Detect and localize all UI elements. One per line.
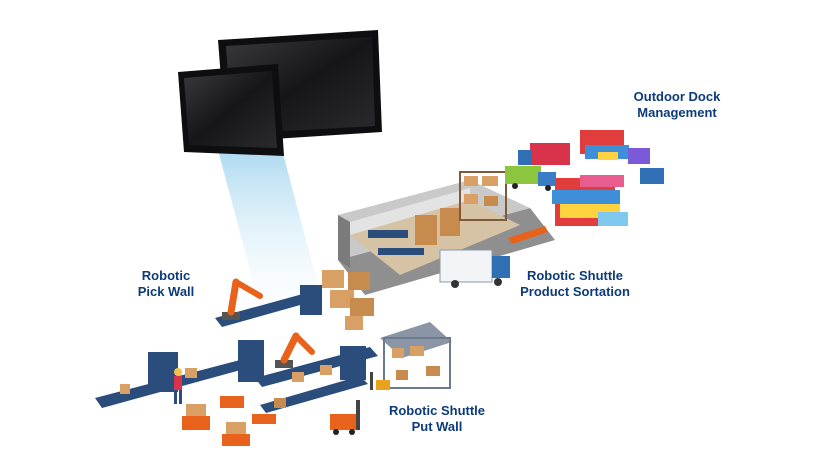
storage-rack-icon bbox=[380, 322, 452, 389]
forklift-icon bbox=[330, 400, 360, 435]
robot-arm-icon bbox=[275, 332, 315, 368]
truck-icon bbox=[505, 143, 570, 191]
forklift-icon bbox=[370, 372, 390, 390]
sortation-building bbox=[338, 180, 555, 295]
label-line: Robotic Shuttle bbox=[388, 403, 486, 418]
label-product-sortation: Robotic Shuttle Product Sortation bbox=[510, 268, 640, 300]
worker-icon bbox=[174, 368, 182, 404]
label-line: Robotic bbox=[141, 268, 191, 283]
agv-icon bbox=[182, 396, 276, 446]
label-line: Management bbox=[637, 105, 717, 120]
robot-arm-icon bbox=[222, 278, 263, 320]
label-put-wall: Robotic Shuttle Put Wall bbox=[382, 403, 492, 435]
shipping-container-icon bbox=[552, 130, 664, 226]
pallet-boxes bbox=[322, 270, 374, 330]
projection-beam bbox=[218, 150, 322, 300]
label-robotic-pick-wall: Robotic Pick Wall bbox=[128, 268, 204, 300]
label-line: Put Wall bbox=[411, 419, 463, 434]
storage-rack-icon bbox=[459, 171, 507, 221]
conveyor bbox=[95, 285, 378, 413]
label-line: Robotic Shuttle bbox=[526, 268, 624, 283]
conveyor-boxes bbox=[120, 365, 332, 408]
monitor-icon bbox=[178, 64, 284, 156]
label-outdoor-dock: Outdoor Dock Management bbox=[622, 89, 732, 121]
label-line: Outdoor Dock bbox=[633, 89, 721, 104]
label-line: Pick Wall bbox=[137, 284, 195, 299]
label-line: Product Sortation bbox=[520, 284, 630, 299]
